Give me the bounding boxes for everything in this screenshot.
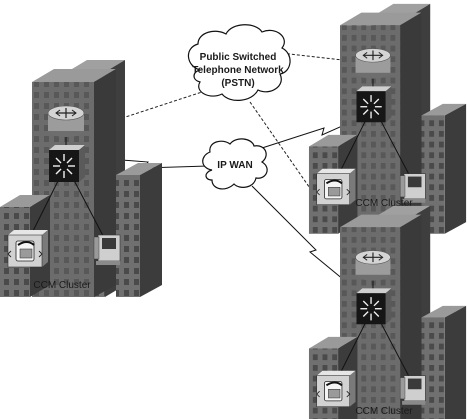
ip-wan-cloud-shape <box>202 138 268 190</box>
pstn-cloud-shape <box>187 24 291 101</box>
site-left-label: CCM Cluster <box>33 280 91 291</box>
ip-wan-cloud: IP WAN <box>202 138 268 190</box>
ip-wan-label: IP WAN <box>217 160 252 171</box>
site-top-right-label: CCM Cluster <box>355 198 413 209</box>
site-bottom-right-label: CCM Cluster <box>355 406 413 417</box>
pstn-link-left <box>97 91 203 127</box>
site-bottom-right <box>307 204 467 419</box>
pstn-label-line3: (PSTN) <box>221 78 254 89</box>
pstn-label-line2: Telephone Network <box>192 65 284 76</box>
pstn-label-line1: Public Switched <box>200 52 277 63</box>
site-left <box>0 59 163 298</box>
site-bottom-right-buildings <box>307 204 467 419</box>
site-left-buildings <box>0 59 163 298</box>
pstn-cloud: Public Switched Telephone Network (PSTN) <box>187 24 291 101</box>
